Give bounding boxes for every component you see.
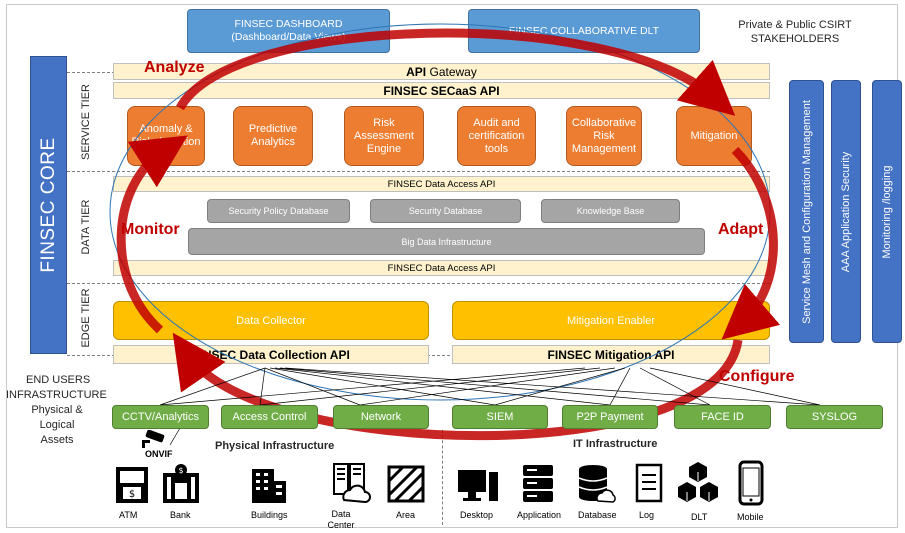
collaborative-risk-management-module: Collaborative Risk Management	[566, 106, 642, 166]
monitoring-logging-bar: Monitoring /logging	[872, 80, 902, 343]
physical-item-label: Buildings	[251, 510, 288, 520]
physical-item-label: Area	[396, 510, 416, 520]
api-gateway-text: Gateway	[426, 64, 477, 79]
data-access-api-bottom: FINSEC Data Access API	[113, 260, 770, 276]
face-id-asset: FACE ID	[674, 405, 771, 429]
predictive-analytics-module: Predictive Analytics	[233, 106, 313, 166]
area-icon	[387, 465, 425, 503]
adapt-label: Adapt	[718, 221, 764, 238]
security-database: Security Database	[370, 199, 521, 223]
adapt-arrow	[721, 146, 781, 340]
analyze-label: Analyze	[144, 59, 205, 76]
finsec-collaborative-dlt-label: FINSEC COLLABORATIVE DLT	[508, 24, 660, 37]
tier-divider	[67, 283, 770, 284]
it-item-label: DLT	[691, 512, 708, 522]
bank-icon: $	[163, 464, 199, 503]
server-icon	[523, 465, 553, 502]
data-collector: Data Collector	[113, 301, 429, 340]
secaas-api-bar: FINSEC SECaaS API	[113, 82, 770, 99]
monitor-arrow	[116, 135, 188, 334]
buildings-icon	[252, 469, 286, 503]
log-icon	[635, 463, 663, 503]
infrastructure-label: INFRASTRUCTURE	[6, 389, 107, 401]
physical-item-label: Bank	[170, 510, 191, 520]
infrastructure-divider	[442, 430, 443, 525]
api-gateway-api: API	[406, 64, 427, 79]
big-data-infrastructure: Big Data Infrastructure	[188, 228, 705, 255]
network-asset: Network	[333, 405, 429, 429]
configure-label: Configure	[719, 368, 795, 385]
it-item-label: Database	[578, 510, 617, 520]
mobile-icon	[738, 460, 764, 506]
dlt-icon	[678, 462, 718, 502]
physical-infrastructure-title: Physical Infrastructure	[215, 440, 335, 452]
finsec-collaborative-dlt-box: FINSEC COLLABORATIVE DLT	[468, 9, 700, 53]
knowledge-base: Knowledge Base	[541, 199, 680, 223]
physical-item-label: ATM	[119, 510, 138, 520]
cctv-camera-icon	[142, 430, 165, 448]
it-item-label: Desktop	[460, 510, 494, 520]
aaa-security-bar: AAA Application Security	[831, 80, 861, 343]
database-icon	[578, 465, 616, 503]
csirt-stakeholders-label: Private & Public CSIRT STAKEHOLDERS	[738, 19, 852, 45]
data-center-icon	[333, 463, 371, 504]
access-control-asset: Access Control	[221, 405, 318, 429]
analyze-arrow	[176, 28, 736, 116]
it-infrastructure-title: IT Infrastructure	[573, 438, 658, 450]
risk-assessment-engine-module: Risk Assessment Engine	[344, 106, 424, 166]
physical-logical-assets-label: Physical & Logical Assets	[31, 404, 83, 446]
siem-asset: SIEM	[452, 405, 548, 429]
cctv-analytics-asset: CCTV/Analytics	[112, 405, 209, 429]
finsec-core-bar: FINSEC CORE	[30, 56, 67, 354]
svg-text:$: $	[178, 466, 183, 475]
it-item-label: Mobile	[737, 512, 764, 522]
end-users-label: END USERS	[26, 374, 91, 386]
tier-divider	[67, 171, 770, 172]
atm-icon: $	[116, 467, 148, 503]
it-item-label: Application	[517, 510, 562, 520]
svg-text:$: $	[129, 489, 135, 500]
configure-arrow	[172, 332, 743, 441]
onvif-label: ONVIF	[145, 449, 173, 459]
api-gateway-bar: API Gateway	[113, 63, 770, 80]
p2p-payment-asset: P2P Payment	[562, 405, 658, 429]
secaas-api-label: FINSEC SECaaS API	[383, 83, 500, 98]
audit-certification-module: Audit and certification tools	[457, 106, 536, 166]
physical-item-label: Data Center	[327, 509, 355, 530]
monitor-label: Monitor	[121, 221, 180, 238]
security-policy-database: Security Policy Database	[207, 199, 350, 223]
service-mesh-bar: Service Mesh and Configuration Managemen…	[789, 80, 824, 343]
it-item-label: Log	[639, 510, 655, 520]
syslog-asset: SYSLOG	[786, 405, 883, 429]
desktop-icon	[458, 470, 498, 501]
mitigation-api-bar: FINSEC Mitigation API	[452, 345, 770, 364]
